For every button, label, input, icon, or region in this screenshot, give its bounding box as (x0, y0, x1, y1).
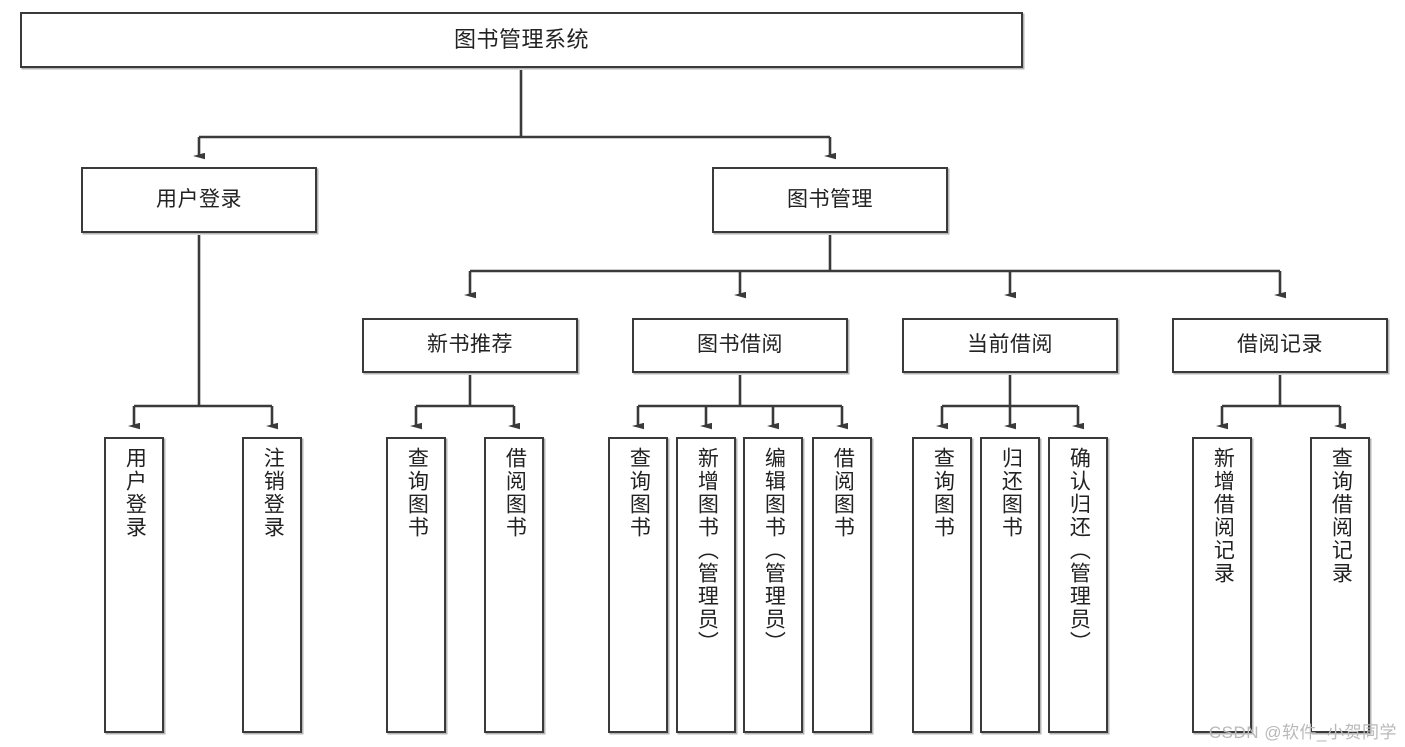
node-leaf-borrow-add-book[interactable]: 新增图书（管理员） (676, 437, 736, 733)
csdn-watermark: CSDN @软件_小贺同学 (1208, 723, 1397, 742)
node-leaf-borrow-add-book-label: 新增图书（管理员） (695, 447, 719, 654)
node-leaf-record-query[interactable]: 查询借阅记录 (1310, 437, 1370, 733)
node-book-manage-label: 图书管理 (787, 187, 873, 211)
node-leaf-new-borrow-book[interactable]: 借阅图书 (484, 437, 544, 733)
node-borrow-record[interactable]: 借阅记录 (1172, 318, 1388, 373)
node-new-book-recommend-label: 新书推荐 (427, 333, 513, 357)
node-leaf-record-add[interactable]: 新增借阅记录 (1192, 437, 1252, 733)
node-leaf-borrow-borrow-book-label: 借阅图书 (831, 447, 855, 539)
node-root-system[interactable]: 图书管理系统 (20, 12, 1023, 68)
node-leaf-current-confirm-return-label: 确认归还（管理员） (1067, 447, 1091, 654)
node-current-borrow-label: 当前借阅 (967, 333, 1053, 357)
node-book-manage[interactable]: 图书管理 (712, 167, 948, 233)
node-leaf-user-login-label: 用户登录 (123, 447, 147, 539)
node-leaf-user-login[interactable]: 用户登录 (104, 437, 164, 733)
node-leaf-current-query-book[interactable]: 查询图书 (912, 437, 972, 733)
node-leaf-current-return-book-label: 归还图书 (999, 447, 1023, 539)
node-leaf-new-query-book[interactable]: 查询图书 (386, 437, 446, 733)
node-leaf-borrow-edit-book[interactable]: 编辑图书（管理员） (743, 437, 803, 733)
node-user-login-label: 用户登录 (156, 187, 242, 211)
node-borrow-record-label: 借阅记录 (1237, 333, 1323, 357)
node-leaf-current-query-book-label: 查询图书 (931, 447, 955, 539)
node-leaf-new-query-book-label: 查询图书 (405, 447, 429, 539)
node-leaf-record-query-label: 查询借阅记录 (1329, 447, 1353, 585)
node-leaf-current-confirm-return[interactable]: 确认归还（管理员） (1048, 437, 1108, 733)
node-leaf-user-logout[interactable]: 注销登录 (242, 437, 302, 733)
node-leaf-record-add-label: 新增借阅记录 (1211, 447, 1235, 585)
node-book-borrow[interactable]: 图书借阅 (632, 318, 848, 373)
node-new-book-recommend[interactable]: 新书推荐 (362, 318, 578, 373)
node-leaf-new-borrow-book-label: 借阅图书 (503, 447, 527, 539)
node-leaf-user-logout-label: 注销登录 (261, 447, 285, 539)
node-leaf-current-return-book[interactable]: 归还图书 (980, 437, 1040, 733)
node-leaf-borrow-borrow-book[interactable]: 借阅图书 (812, 437, 872, 733)
node-book-borrow-label: 图书借阅 (697, 333, 783, 357)
node-user-login[interactable]: 用户登录 (81, 167, 317, 233)
node-current-borrow[interactable]: 当前借阅 (902, 318, 1118, 373)
node-leaf-borrow-query-book-label: 查询图书 (627, 447, 651, 539)
node-root-system-label: 图书管理系统 (453, 27, 589, 53)
node-leaf-borrow-query-book[interactable]: 查询图书 (608, 437, 668, 733)
node-leaf-borrow-edit-book-label: 编辑图书（管理员） (762, 447, 786, 654)
